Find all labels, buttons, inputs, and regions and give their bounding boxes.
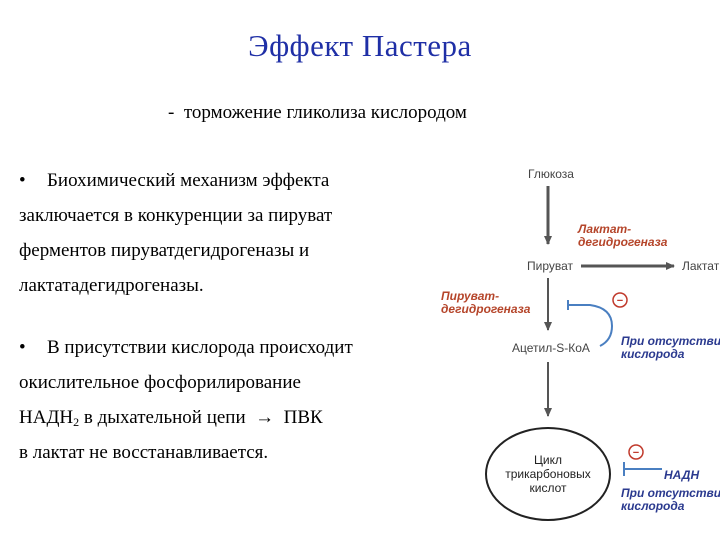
cycle-label-line3: кислот [530, 481, 568, 495]
minus-sign-text: − [633, 447, 639, 459]
paragraph-line: окислительное фосфорилирование [19, 372, 301, 393]
no-oxygen-label-2-line2: кислорода [621, 499, 685, 513]
glucose-label: Глюкоза [528, 167, 574, 181]
cycle-label-line1: Цикл [534, 453, 562, 467]
paragraph-mechanism: • Биохимический механизм эффекта заключае… [19, 163, 332, 303]
pdh-label-line2: дегидрогеназа [441, 302, 531, 316]
nadh-text: НАДН [19, 407, 74, 428]
paragraph-line: НАДН2 в дыхательной цепи → ПВК [19, 400, 353, 435]
ldh-label-line2: дегидрогеназа [578, 235, 668, 249]
paragraph-line: ферментов пируватдегидрогеназы и [19, 240, 310, 261]
ldh-label-line1: Лактат- [577, 222, 631, 236]
inhibition-curve-1 [568, 304, 614, 347]
bullet-icon: • [19, 170, 26, 191]
paragraph-text: В присутствии кислорода происходит [47, 337, 353, 358]
acetylcoa-label: Ацетил-S-КоА [512, 341, 590, 355]
paragraph-text: в дыхательной цепи → ПВК [79, 407, 323, 428]
krebs-cycle-ellipse [485, 427, 611, 521]
bullet-icon: • [19, 337, 26, 358]
no-oxygen-label-1-line2: кислорода [621, 347, 685, 361]
minus-sign-icon [612, 292, 628, 308]
minus-sign-text: − [617, 295, 623, 307]
slide-title: Эффект Пастера [248, 28, 472, 63]
lactate-label: Лактат [682, 259, 720, 273]
no-oxygen-label-2-line1: При отсутствии [621, 486, 720, 500]
paragraph-line: заключается в конкуренции за пируват [19, 205, 333, 226]
pdh-label-line1: Пируват- [441, 289, 499, 303]
minus-sign-icon [628, 444, 644, 460]
paragraph-line: в лактат не восстанавливается. [19, 442, 269, 463]
paragraph-text: Биохимический механизм эффекта [47, 170, 330, 191]
paragraph-oxygen: • В присутствии кислорода происходит окис… [19, 330, 353, 470]
paragraph-line: лактатадегидрогеназы. [19, 275, 204, 296]
paragraph-line: • Биохимический механизм эффекта [19, 163, 332, 198]
nadh-label: НАДН [664, 468, 699, 482]
pyruvate-label: Пируват [527, 259, 574, 273]
slide-subtitle: - торможение гликолиза кислородом [168, 102, 467, 123]
paragraph-line: • В присутствии кислорода происходит [19, 330, 353, 365]
cycle-label-line2: трикарбоновых [505, 467, 591, 481]
nadh-subscript: 2 [73, 415, 80, 429]
no-oxygen-label-1-line1: При отсутствии [621, 334, 720, 348]
